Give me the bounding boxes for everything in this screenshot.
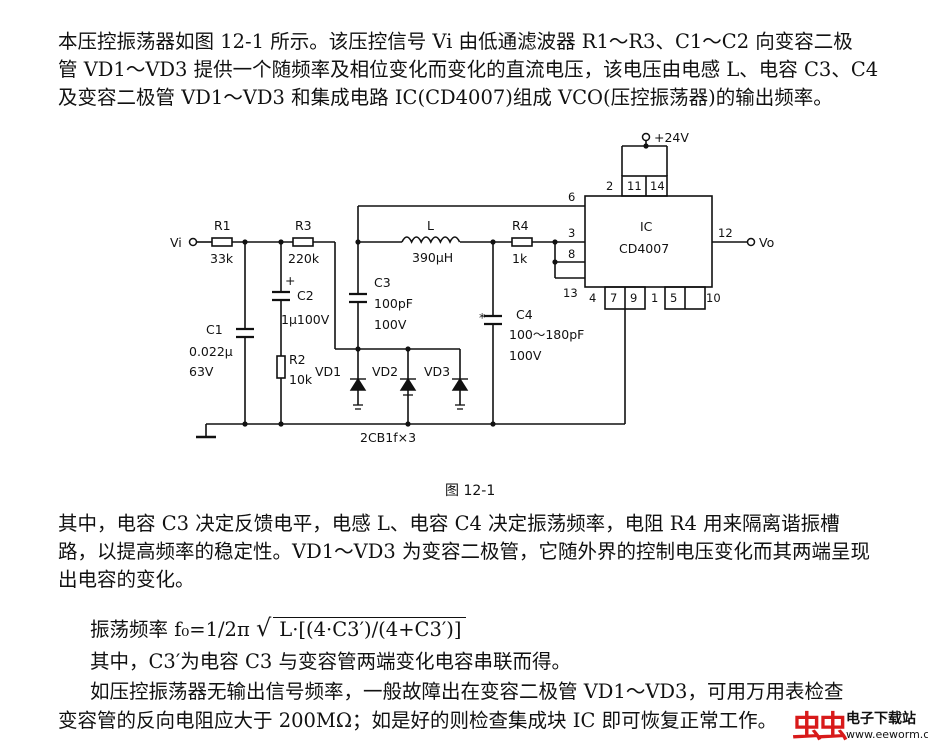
inductor-l <box>401 236 461 244</box>
r3-resistor <box>292 237 314 247</box>
intro-line: 管 VD1～VD3 提供一个随频率及相位变化而变化的直流电压，该电压由电感 L、… <box>58 58 879 81</box>
input-label: Vi <box>170 235 182 250</box>
r1-name: R1 <box>214 218 231 233</box>
c2-value: 1μ100V <box>281 312 330 327</box>
r1-resistor <box>211 237 233 247</box>
c1-voltage: 63V <box>189 364 214 379</box>
c4-name: C4 <box>516 307 533 322</box>
r2-name: R2 <box>289 352 306 367</box>
pin-14: 14 <box>650 179 665 193</box>
site-watermark: 虫虫 电子下载站 www.eeworm.com <box>792 702 928 745</box>
vd3-label: VD3 <box>424 364 450 379</box>
ic-name: IC <box>640 219 653 234</box>
watermark-title: 电子下载站 <box>846 711 916 727</box>
r1-value: 33k <box>210 251 234 266</box>
pin-3: 3 <box>568 226 575 240</box>
body-line: 其中，电容 C3 决定反馈电平，电感 L、电容 C4 决定振荡频率，电阻 R4 … <box>58 512 840 535</box>
intro-line: 及变容二极管 VD1～VD3 和集成电路 IC(CD4007)组成 VCO(压控… <box>58 86 833 109</box>
formula-prefix: 振荡频率 f₀=1/2π <box>90 618 250 641</box>
junction-dots <box>242 143 649 427</box>
intro-line: 本压控振荡器如图 12-1 所示。该压控信号 Vi 由低通滤波器 R1～R3、C… <box>58 30 853 53</box>
r4-name: R4 <box>512 218 529 233</box>
pin-2: 2 <box>606 179 613 193</box>
pin-10: 10 <box>706 291 721 305</box>
r4-resistor <box>511 237 533 247</box>
body-paragraph: 其中，电容 C3 决定反馈电平，电感 L、电容 C4 决定振荡频率，电阻 R4 … <box>58 510 918 594</box>
sqrt-icon: √ <box>255 614 272 642</box>
pin-4: 4 <box>589 291 596 305</box>
r2-resistor <box>276 355 286 379</box>
r3-value: 220k <box>288 251 320 266</box>
ic-part: CD4007 <box>619 241 669 256</box>
pin-11: 11 <box>627 179 642 193</box>
fault-line: 如压控振荡器无输出信号频率，一般故障出在变容二极管 VD1～VD3，可用万用表检… <box>90 680 844 703</box>
formula-radicand: L·[(4·C3′)/(4+C3′)] <box>273 617 466 641</box>
c2-name: C2 <box>297 288 314 303</box>
vd2-label: VD2 <box>372 364 398 379</box>
vd2-diode-triangle <box>399 377 417 391</box>
c3-voltage: 100V <box>374 317 407 332</box>
pin-8: 8 <box>568 247 575 261</box>
c1-name: C1 <box>206 322 223 337</box>
pin-13: 13 <box>563 286 578 300</box>
pin-12: 12 <box>718 226 733 240</box>
figure-caption: 图 12-1 <box>445 483 496 499</box>
watermark-logo: 虫虫 <box>792 710 848 745</box>
vd1-label: VD1 <box>315 364 341 379</box>
body-line: 路，以提高频率的稳定性。VD1～VD3 为变容二极管，它随外界的控制电压变化而其… <box>58 540 870 563</box>
fault-paragraph: 如压控振荡器无输出信号频率，一般故障出在变容二极管 VD1～VD3，可用万用表检… <box>58 677 918 735</box>
input-terminal <box>188 237 198 247</box>
l-name: L <box>427 218 434 233</box>
pin-6: 6 <box>568 190 575 204</box>
output-terminal <box>746 237 756 247</box>
r2-value: 10k <box>289 372 313 387</box>
ic-top-pins-box <box>621 175 668 197</box>
r3-name: R3 <box>295 218 312 233</box>
l-value: 390μH <box>412 250 453 265</box>
watermark-url: www.eeworm.com <box>846 728 928 741</box>
pin-7: 7 <box>610 291 617 305</box>
pin-1: 1 <box>651 291 658 305</box>
c4-mark: * <box>479 310 485 325</box>
c3-name: C3 <box>374 275 391 290</box>
diode-type-label: 2CB1f×3 <box>360 430 416 445</box>
frequency-formula: 振荡频率 f₀=1/2π √L·[(4·C3′)/(4+C3′)] <box>90 613 466 642</box>
c4-value: 100～180pF <box>509 327 584 342</box>
vd3-diode-triangle <box>451 377 469 391</box>
c2-polarity: + <box>285 273 295 288</box>
r4-value: 1k <box>512 251 528 266</box>
supply-label: +24V <box>654 130 689 145</box>
pin-5: 5 <box>670 291 677 305</box>
note-line: 其中，C3′为电容 C3 与变容管两端变化电容串联而得。 <box>90 650 571 673</box>
body-line: 出电容的变化。 <box>58 568 195 591</box>
output-label: Vo <box>759 235 774 250</box>
capacitor-plates <box>236 290 502 339</box>
c1-value: 0.022μ <box>189 344 233 359</box>
c4-voltage: 100V <box>509 348 542 363</box>
vd1-diode-triangle <box>349 377 367 391</box>
intro-paragraph: 本压控振荡器如图 12-1 所示。该压控信号 Vi 由低通滤波器 R1～R3、C… <box>58 28 918 112</box>
pin-9: 9 <box>630 291 637 305</box>
supply-terminal <box>641 132 651 142</box>
c3-value: 100pF <box>374 296 413 311</box>
diode-ground-marks <box>353 394 465 410</box>
fault-line: 变容管的反向电阻应大于 200MΩ；如是好的则检查集成块 IC 即可恢复正常工作… <box>58 709 778 732</box>
